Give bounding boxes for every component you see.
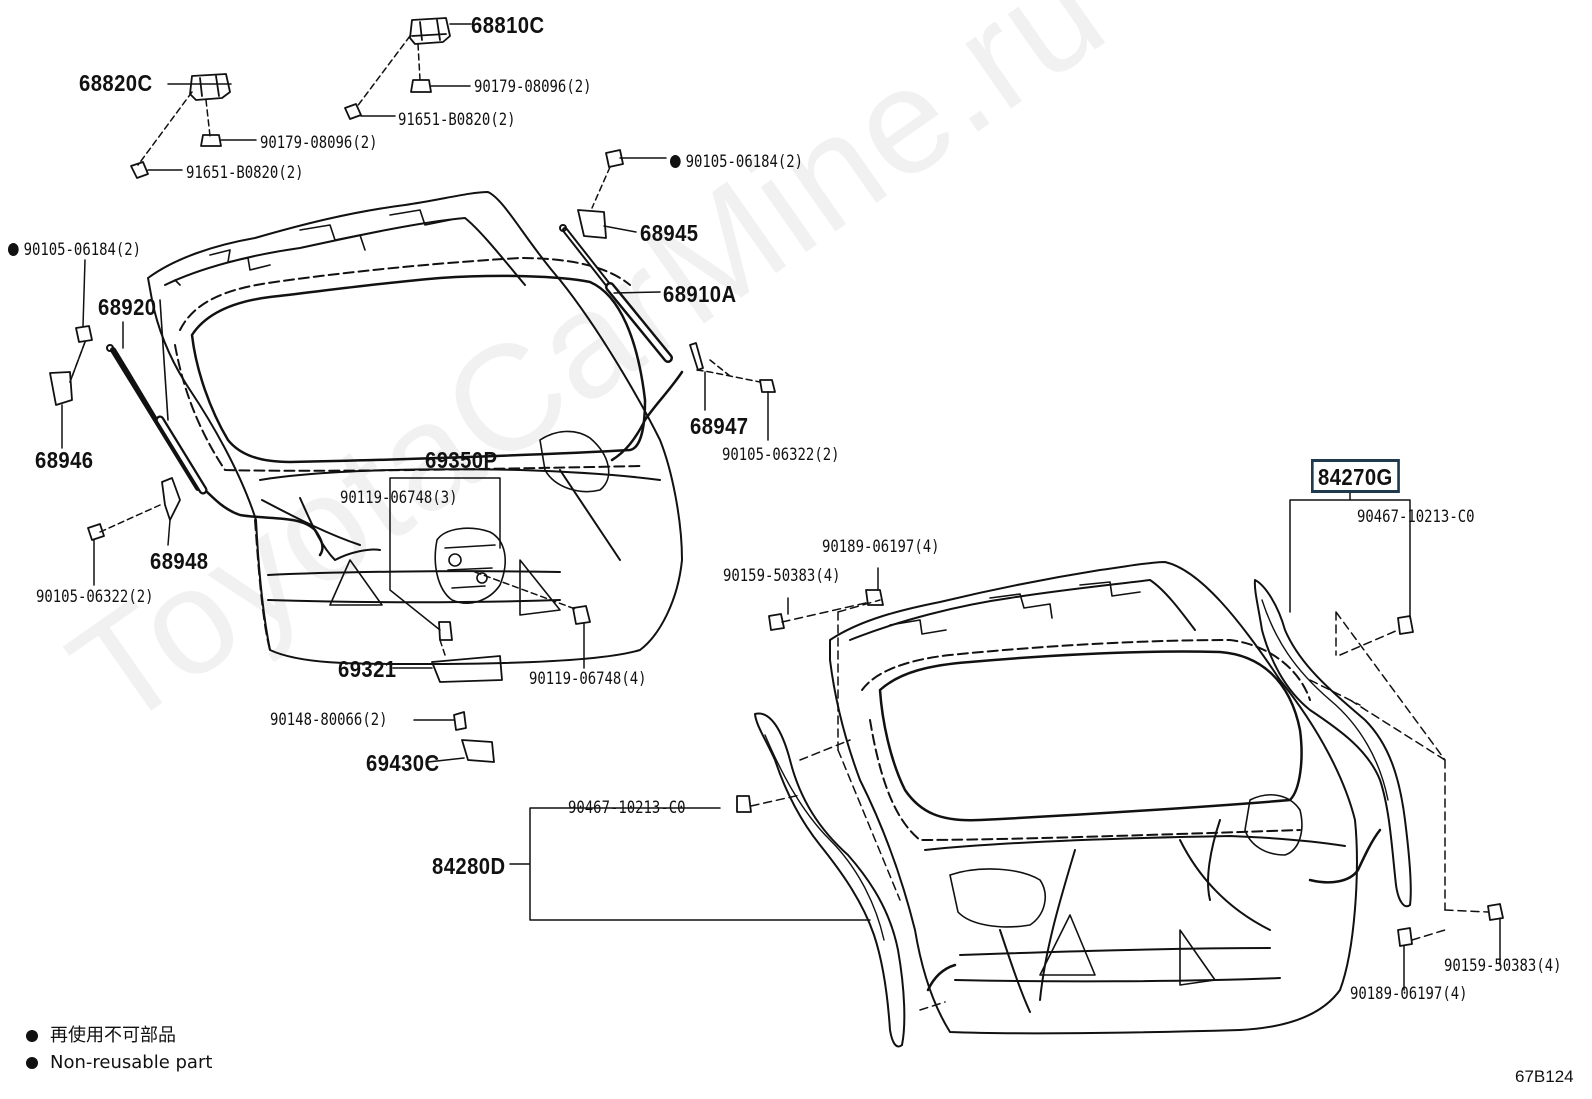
label-69321: 69321 [338, 656, 397, 682]
damper-stay-68910A [559, 224, 673, 363]
label-90105-06184-left: 90105-06184(2) [8, 240, 141, 260]
garnish-84270G [1253, 579, 1412, 908]
back-door-panel-left [147, 191, 684, 665]
legend-jp: 再使用不可部品 [26, 1025, 176, 1047]
label-90105-06322-left: 90105-06322(2) [36, 587, 154, 607]
garnish-84280D [754, 712, 906, 1048]
hinge-68820C [189, 73, 231, 101]
legend-en: Non-reusable part [26, 1052, 212, 1074]
label-90159-50383-upper: 90159-50383(4) [723, 566, 841, 586]
label-90119-06748-3: 90119-06748(3) [340, 488, 458, 508]
non-reusable-dot-icon [26, 1057, 38, 1069]
label-84270G: 84270G [1311, 459, 1400, 493]
leader-lines-left [61, 23, 769, 763]
non-reusable-dot-icon [26, 1030, 38, 1042]
leader-lines-right [509, 490, 1501, 1011]
label-90189-06197-upper: 90189-06197(4) [822, 537, 940, 557]
label-68810C: 68810C [471, 12, 545, 38]
label-68948: 68948 [150, 548, 209, 574]
label-90467-10213-C0-right: 90467-10213-C0 [1357, 507, 1475, 527]
non-reusable-dot-icon [670, 155, 681, 168]
hinge-68810C [409, 17, 451, 45]
label-90159-50383-lower: 90159-50383(4) [1444, 956, 1562, 976]
label-68946: 68946 [35, 447, 94, 473]
label-68820C: 68820C [79, 70, 153, 96]
label-90119-06748-4: 90119-06748(4) [529, 669, 647, 689]
label-90105-06322-right: 90105-06322(2) [722, 445, 840, 465]
label-68910A: 68910A [663, 281, 737, 307]
lock-assembly-69350P [434, 527, 506, 604]
label-90179-08096-lower: 90179-08096(2) [260, 133, 378, 153]
label-90189-06197-lower: 90189-06197(4) [1350, 984, 1468, 1004]
figure-code: 67B124 [1515, 1067, 1574, 1086]
label-91651-B0820-upper: 91651-B0820(2) [398, 110, 516, 130]
damper-stay-68920 [106, 344, 208, 495]
label-69430C: 69430C [366, 750, 440, 776]
label-68945: 68945 [640, 220, 699, 246]
fasteners [49, 79, 1504, 947]
label-90105-06184-right: 90105-06184(2) [670, 152, 803, 172]
back-door-panel-right [829, 561, 1382, 1035]
label-69350P: 69350P [425, 447, 498, 473]
label-90148-80066: 90148-80066(2) [270, 710, 388, 730]
label-90179-08096-upper: 90179-08096(2) [474, 77, 592, 97]
label-90467-10213-C0-left: 90467-10213-C0 [568, 798, 686, 818]
non-reusable-dot-icon [8, 243, 19, 256]
label-68920: 68920 [98, 294, 157, 320]
label-84280D: 84280D [432, 853, 506, 879]
label-91651-B0820-lower: 91651-B0820(2) [186, 163, 304, 183]
label-68947: 68947 [690, 413, 749, 439]
